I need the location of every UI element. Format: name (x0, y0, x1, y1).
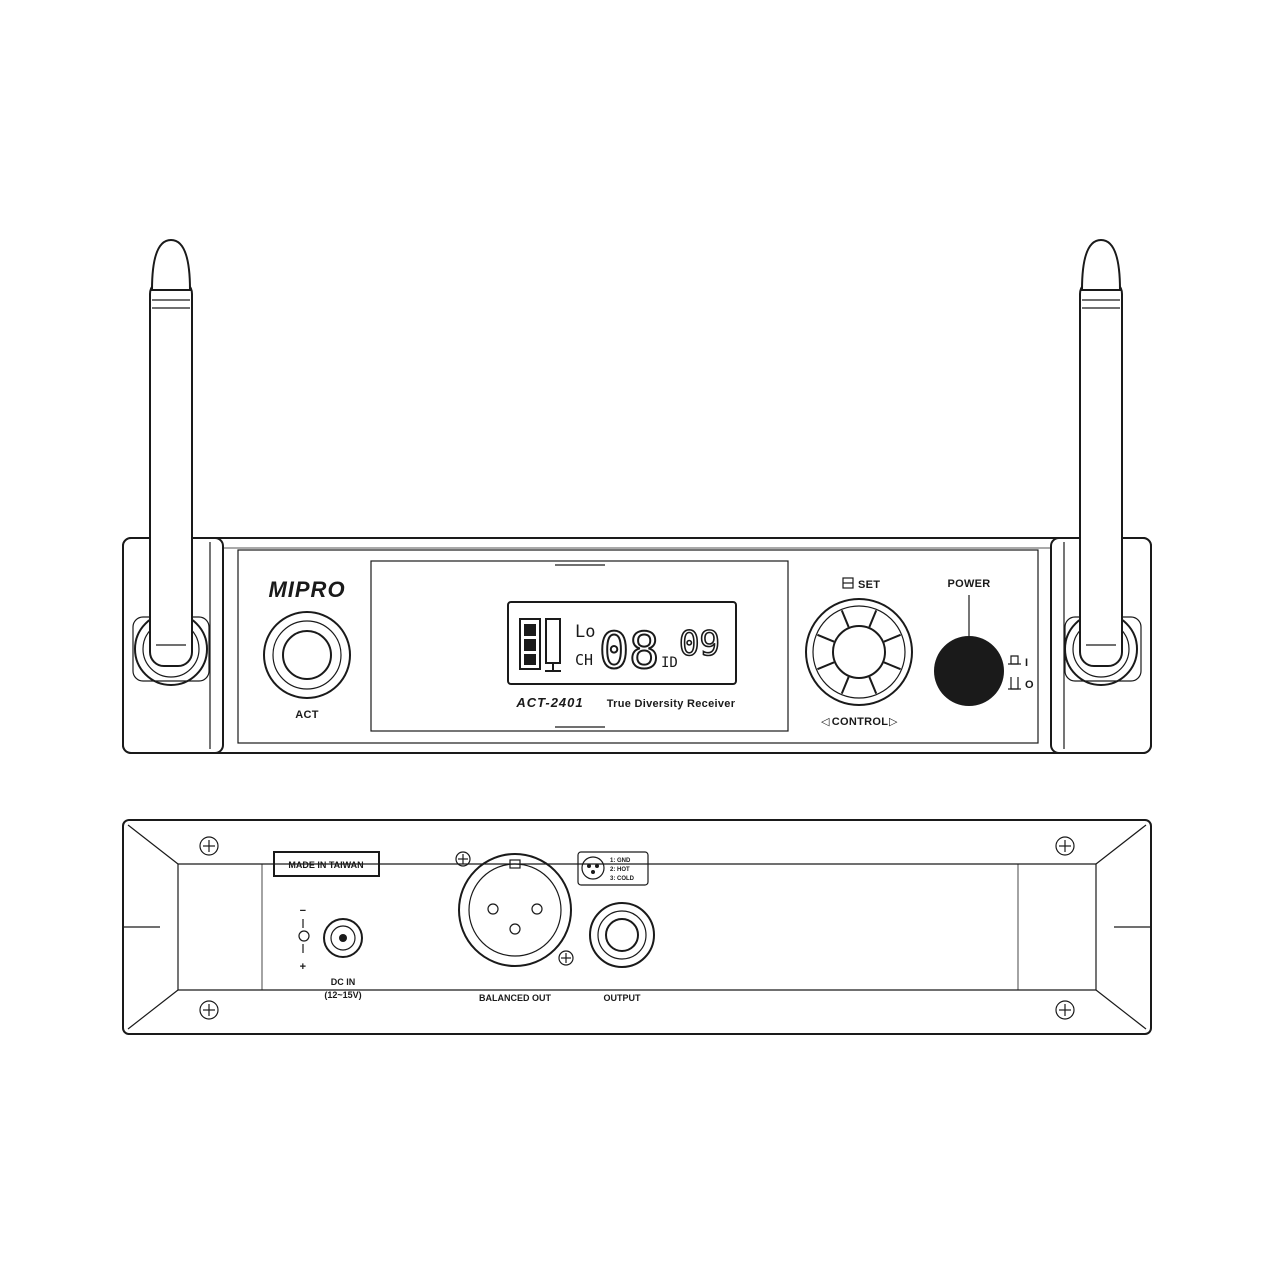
screw-bottom-left (199, 1000, 219, 1020)
brand-logo: MIPRO (268, 577, 345, 602)
xlr-mount-screw-bottom (558, 950, 574, 966)
lcd-screen (507, 601, 737, 685)
power-off-label: O (1025, 679, 1034, 691)
balanced-out-xlr[interactable] (458, 853, 572, 967)
model-description: True Diversity Receiver (607, 698, 736, 710)
output-jack[interactable] (589, 902, 655, 968)
knob-grip-ridge (817, 661, 835, 671)
lcd-ch-label: CH (575, 651, 593, 669)
battery-icon (519, 618, 541, 670)
made-in-label: MADE IN TAIWAN (288, 860, 363, 870)
set-icon (842, 577, 854, 589)
power-on-icon (1008, 655, 1021, 665)
display-window (370, 560, 789, 732)
set-label: SET (858, 579, 880, 591)
dc-plus-label: + (300, 961, 307, 973)
knob-grip-ridge (868, 676, 878, 694)
power-on-label: I (1025, 657, 1028, 669)
xlr-pinout-badge (577, 851, 649, 886)
dc-minus-label: − (300, 905, 307, 917)
control-knob[interactable] (805, 598, 913, 706)
lcd-id-value: 09 (679, 624, 720, 664)
knob-grip-ridge (883, 661, 901, 671)
knob-grip-ridge (817, 633, 835, 643)
control-label: CONTROL (832, 716, 888, 728)
act-label: ACT (295, 709, 319, 721)
front-panel: MIPRO ACT Lo CH 08 ID 09 ACT-24 (122, 537, 1152, 754)
dc-in-range: (12~15V) (324, 990, 361, 1000)
made-in-badge (273, 851, 380, 877)
xlr-pin3-label: 3: COLD (610, 876, 635, 882)
knob-grip-ridge (840, 610, 850, 628)
control-right-arrow: ▷ (889, 716, 898, 728)
xlr-pin2-label: 2: HOT (610, 867, 630, 873)
screw-top-right (1055, 836, 1075, 856)
dc-in-label: DC IN (331, 977, 356, 987)
dc-polarity-icon (298, 919, 310, 953)
front-face (237, 549, 1039, 744)
right-antenna (1064, 238, 1138, 686)
knob-grip-ridge (868, 610, 878, 628)
screw-top-left (199, 836, 219, 856)
rf-indicator-icon (545, 618, 561, 672)
power-label: POWER (947, 578, 990, 590)
dc-in-jack[interactable] (323, 918, 363, 958)
xlr-pin1-label: 1: GND (610, 858, 631, 864)
act-sync-button[interactable] (263, 611, 351, 699)
lcd-signal-level: Lo (575, 622, 595, 642)
left-antenna (134, 238, 208, 686)
lcd-channel-value: 08 (599, 622, 659, 680)
knob-grip-ridge (840, 676, 850, 694)
power-switch[interactable] (934, 636, 1004, 706)
output-label: OUTPUT (604, 993, 642, 1003)
xlr-mount-screw-top (455, 851, 471, 867)
power-off-icon (1008, 677, 1021, 690)
screw-bottom-right (1055, 1000, 1075, 1020)
knob-grip-ridge (883, 633, 901, 643)
rear-panel: MADE IN TAIWAN − + DC IN (12~15V) (122, 819, 1152, 1035)
balanced-out-label: BALANCED OUT (479, 993, 551, 1003)
model-name: ACT-2401 (515, 695, 583, 710)
lcd-id-label: ID (661, 655, 678, 671)
control-left-arrow: ◁ (821, 716, 830, 728)
